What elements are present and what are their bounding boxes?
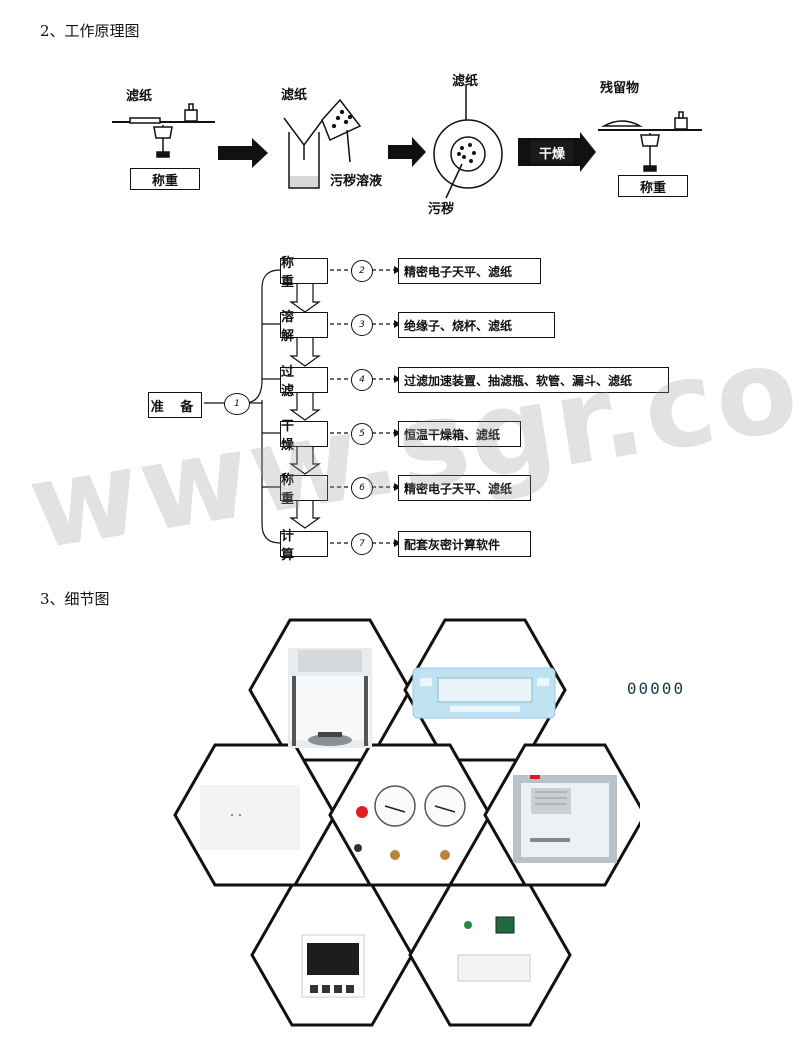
balance-icon-1 <box>112 103 215 158</box>
tools-box-dissolve: 绝缘子、烧杯、滤纸 <box>398 312 555 338</box>
step-number-6: 6 <box>351 477 373 499</box>
step-number-4: 4 <box>351 369 373 391</box>
balance-icon-2 <box>598 111 702 172</box>
tools-box-calculate: 配套灰密计算软件 <box>398 531 531 557</box>
display-reading: 00000 <box>626 679 686 698</box>
label-filter-paper-3: 滤纸 <box>452 74 479 89</box>
section-title-details: 3、细节图 <box>40 590 110 608</box>
process-arrow-1 <box>218 138 268 168</box>
filter-paper-icon <box>433 85 503 199</box>
switch-panel-image <box>457 916 531 982</box>
display-panel-image <box>412 667 556 719</box>
label-sludge: 污秽 <box>428 202 455 217</box>
blank-panel-image <box>200 785 300 850</box>
step-box-weigh: 称 重 <box>280 256 328 290</box>
principle-diagram <box>112 85 702 199</box>
prepare-box: 准 备 <box>148 392 202 418</box>
drying-oven-image <box>513 775 617 863</box>
tools-box-dry: 恒温干燥箱、滤纸 <box>398 421 521 447</box>
step-number-7: 7 <box>351 533 373 555</box>
beaker-funnel-icon <box>283 98 362 189</box>
tools-box-weigh: 精密电子天平、滤纸 <box>398 258 541 284</box>
step-number-1: 1 <box>224 393 250 415</box>
oven-controller-image <box>301 934 365 998</box>
label-weigh-2: 称重 <box>618 175 688 197</box>
step-box-dry: 干 燥 <box>280 419 328 453</box>
step-box-reweigh: 称 重 <box>280 473 328 507</box>
flowchart-connectors <box>204 266 401 547</box>
balance-chamber-image <box>288 648 372 748</box>
step-number-2: 2 <box>351 260 373 282</box>
label-filter-paper-2: 滤纸 <box>281 88 308 103</box>
label-sludge-solution: 污秽溶液 <box>330 174 383 189</box>
vacuum-gauges-image <box>354 785 466 860</box>
step-box-filter: 过 滤 <box>280 365 328 399</box>
tools-box-filter: 过滤加速装置、抽滤瓶、软管、漏斗、滤纸 <box>398 367 669 393</box>
detail-honeycomb <box>173 618 640 1027</box>
label-weigh-1: 称重 <box>130 168 200 190</box>
section-title-principle: 2、工作原理图 <box>40 22 140 40</box>
step-number-3: 3 <box>351 314 373 336</box>
step-number-5: 5 <box>351 423 373 445</box>
label-filter-paper-1: 滤纸 <box>126 89 153 104</box>
process-arrow-2 <box>388 137 426 167</box>
label-dry: 干燥 <box>530 141 574 163</box>
label-residue: 残留物 <box>600 81 640 96</box>
step-box-calculate: 计 算 <box>280 529 328 563</box>
step-box-dissolve: 溶 解 <box>280 310 328 344</box>
tools-box-reweigh: 精密电子天平、滤纸 <box>398 475 531 501</box>
